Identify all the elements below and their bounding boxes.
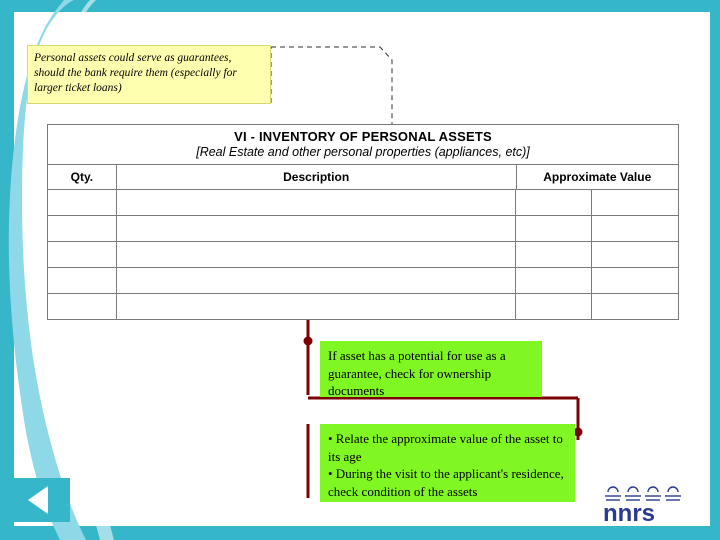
form-header-row: Qty. Description Approximate Value	[48, 165, 678, 190]
table-row[interactable]	[48, 294, 678, 319]
cell-qty[interactable]	[48, 190, 117, 215]
cell-value-a[interactable]	[516, 242, 593, 267]
form-title: VI - INVENTORY OF PERSONAL ASSETS [Real …	[48, 125, 678, 165]
form-title-line2: [Real Estate and other personal properti…	[196, 145, 530, 159]
cell-qty[interactable]	[48, 294, 117, 319]
table-row[interactable]	[48, 242, 678, 268]
cell-value-a[interactable]	[516, 216, 593, 241]
nnrs-logo: nnrs	[603, 486, 681, 524]
cell-value-a[interactable]	[516, 268, 593, 293]
cell-qty[interactable]	[48, 216, 117, 241]
table-row[interactable]	[48, 268, 678, 294]
callout-yellow-note: Personal assets could serve as guarantee…	[27, 45, 271, 104]
frame-left-bar	[0, 0, 14, 540]
cell-qty[interactable]	[48, 268, 117, 293]
column-header-value: Approximate Value	[543, 170, 652, 184]
cell-value-b[interactable]	[592, 216, 678, 241]
callout-green-note-value: • Relate the approximate value of the as…	[320, 424, 575, 502]
inventory-form: VI - INVENTORY OF PERSONAL ASSETS [Real …	[47, 124, 679, 320]
green-note-bullet-1: • Relate the approximate value of the as…	[328, 431, 563, 464]
column-header-qty: Qty.	[48, 165, 117, 189]
frame-bottom-bar	[0, 526, 720, 540]
cell-description[interactable]	[117, 268, 516, 293]
back-arrow-button[interactable]	[6, 478, 70, 522]
green-note-bullet-2: • During the visit to the applicant's re…	[328, 466, 564, 499]
cell-qty[interactable]	[48, 242, 117, 267]
callout-green-note-ownership: If asset has a potential for use as a gu…	[320, 341, 542, 398]
cell-value-b[interactable]	[592, 294, 678, 319]
cell-value-a[interactable]	[516, 294, 593, 319]
cell-value-b[interactable]	[592, 242, 678, 267]
frame-right-bar	[710, 0, 720, 540]
column-header-description: Description	[117, 165, 517, 189]
cell-description[interactable]	[117, 216, 516, 241]
left-arrow-icon	[28, 486, 48, 514]
frame-top-bar	[0, 0, 720, 12]
cell-description[interactable]	[117, 294, 516, 319]
cell-value-a[interactable]	[516, 190, 593, 215]
cell-value-b[interactable]	[592, 268, 678, 293]
logo-text: nnrs	[603, 500, 655, 524]
table-row[interactable]	[48, 216, 678, 242]
cell-description[interactable]	[117, 190, 516, 215]
cell-description[interactable]	[117, 242, 516, 267]
form-title-line1: VI - INVENTORY OF PERSONAL ASSETS	[234, 129, 492, 144]
table-row[interactable]	[48, 190, 678, 216]
cell-value-b[interactable]	[592, 190, 678, 215]
